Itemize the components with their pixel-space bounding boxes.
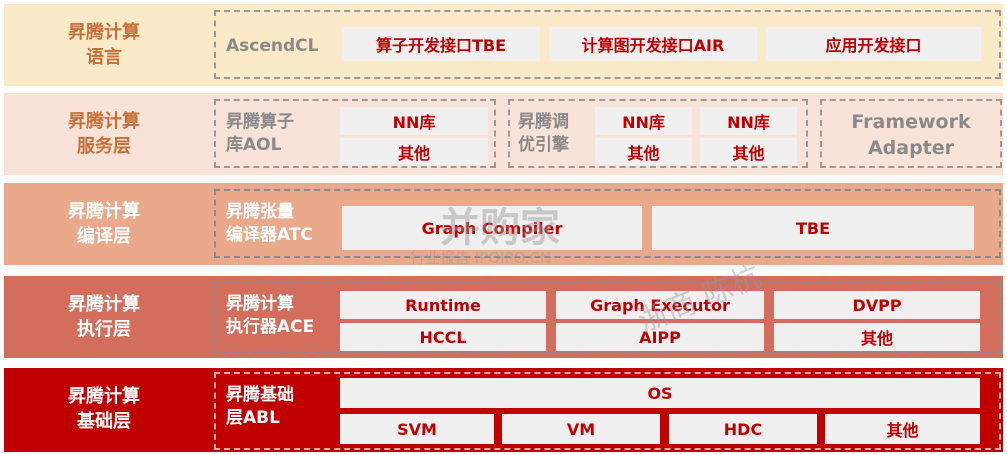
graph-executor-cell: Graph Executor xyxy=(556,291,764,319)
layer-title: 昇腾计算 执行层 xyxy=(68,294,140,340)
tbe-cell: TBE xyxy=(652,206,974,250)
os-cell: OS xyxy=(340,378,980,408)
vm-cell: VM xyxy=(502,414,660,444)
api-app-cell: 应用开发接口 xyxy=(766,27,981,61)
layer-title: 昇腾计算 基础层 xyxy=(68,386,140,432)
hccl-cell: HCCL xyxy=(340,323,546,351)
runtime-cell: Runtime xyxy=(340,291,546,319)
layer-execute: 昇腾计算 执行层 昇腾计算 执行器ACE Runtime Graph Execu… xyxy=(4,276,1003,358)
ascendcl-box: AscendCL 算子开发接口TBE 计算图开发接口AIR 应用开发接口 xyxy=(214,10,1001,79)
aol-box: 昇腾算子 库AOL NN库 其他 xyxy=(214,99,496,168)
ace-box: 昇腾计算 执行器ACE Runtime Graph Executor DVPP … xyxy=(214,281,1001,353)
abl-label: 昇腾基础 层ABL xyxy=(226,385,294,428)
layer-title: 昇腾计算 编译层 xyxy=(68,201,140,247)
framework-adapter-label: Framework Adapter xyxy=(851,111,971,159)
engine-nn-cell: NN库 xyxy=(595,107,692,135)
layer-service: 昇腾计算 服务层 昇腾算子 库AOL NN库 其他 昇腾调 优引擎 NN库 NN… xyxy=(4,93,1003,175)
aol-label: 昇腾算子 库AOL xyxy=(226,112,294,155)
hdc-cell: HDC xyxy=(669,414,817,444)
api-air-cell: 计算图开发接口AIR xyxy=(549,27,757,61)
aipp-cell: AIPP xyxy=(556,323,764,351)
engine-box: 昇腾调 优引擎 NN库 NN库 其他 其他 xyxy=(508,99,808,168)
engine-nn-cell: NN库 xyxy=(700,107,797,135)
layer-compile: 昇腾计算 编译层 昇腾张量 编译器ATC Graph Compiler TBE xyxy=(4,183,1003,265)
layer-language: 昇腾计算 语言 AscendCL 算子开发接口TBE 计算图开发接口AIR 应用… xyxy=(4,4,1003,86)
other-cell: 其他 xyxy=(774,323,980,351)
svm-cell: SVM xyxy=(340,414,494,444)
layer-title: 昇腾计算 服务层 xyxy=(68,111,140,157)
atc-box: 昇腾张量 编译器ATC Graph Compiler TBE xyxy=(214,189,1001,258)
abl-box: 昇腾基础 层ABL OS SVM VM HDC 其他 xyxy=(214,372,1001,450)
aol-other-cell: 其他 xyxy=(340,138,488,165)
engine-other-cell: 其他 xyxy=(700,138,797,165)
framework-adapter-box: Framework Adapter xyxy=(820,99,1002,168)
atc-label: 昇腾张量 编译器ATC xyxy=(226,202,313,245)
layer-base: 昇腾计算 基础层 昇腾基础 层ABL OS SVM VM HDC 其他 xyxy=(4,368,1003,452)
ace-label: 昇腾计算 执行器ACE xyxy=(226,294,315,337)
api-tbe-cell: 算子开发接口TBE xyxy=(342,27,540,61)
graph-compiler-cell: Graph Compiler xyxy=(342,206,642,250)
layer-title: 昇腾计算 语言 xyxy=(68,22,140,68)
base-other-cell: 其他 xyxy=(825,414,980,444)
engine-label: 昇腾调 优引擎 xyxy=(518,112,569,155)
engine-other-cell: 其他 xyxy=(595,138,692,165)
dvpp-cell: DVPP xyxy=(774,291,980,319)
aol-nn-cell: NN库 xyxy=(340,107,488,135)
ascendcl-label: AscendCL xyxy=(226,36,319,56)
